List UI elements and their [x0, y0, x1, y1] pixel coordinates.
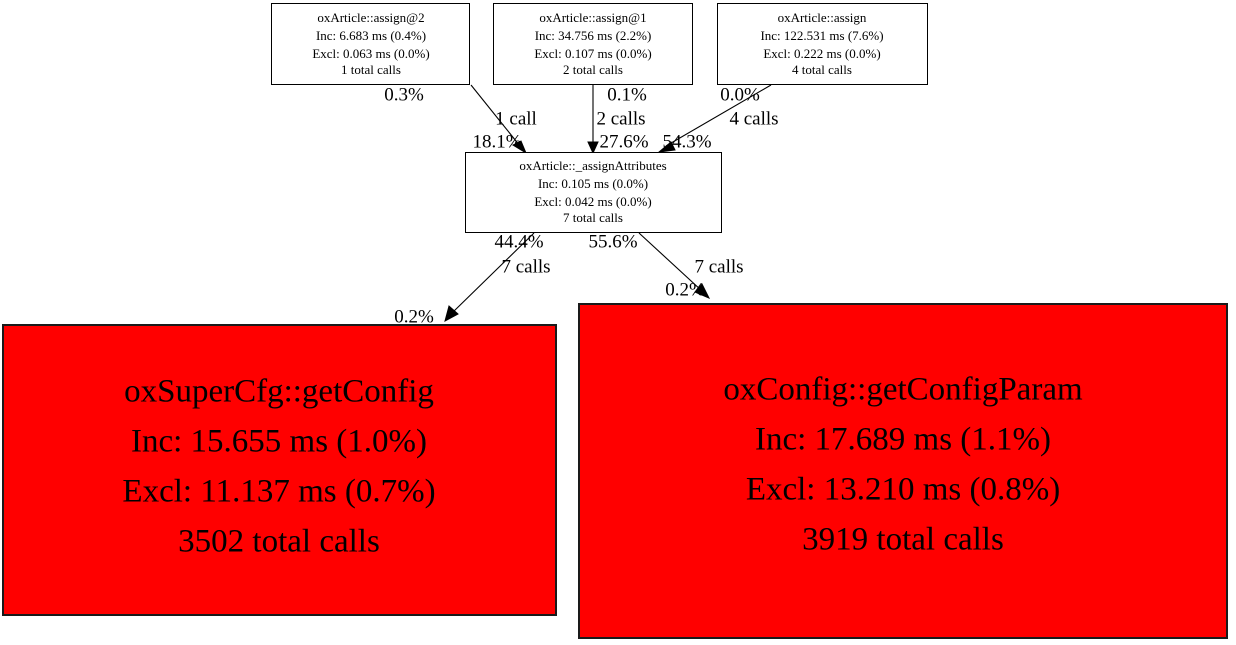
edge-target-percent: 18.1%	[472, 131, 521, 152]
edge-source-percent: 0.0%	[720, 84, 760, 105]
node-total-calls: 1 total calls	[341, 62, 401, 77]
edge-line	[638, 232, 703, 292]
node-title: oxArticle::assign@1	[539, 10, 646, 25]
node-oxarticle-assign[interactable]: oxArticle::assign Inc: 122.531 ms (7.6%)…	[717, 3, 928, 85]
node-background	[717, 3, 928, 85]
node-exclusive-time: Excl: 0.042 ms (0.0%)	[534, 194, 651, 209]
node-inclusive-time: Inc: 0.105 ms (0.0%)	[538, 176, 648, 191]
node-total-calls: 4 total calls	[792, 62, 852, 77]
edge-source-percent: 55.6%	[588, 231, 637, 252]
node-inclusive-time: Inc: 15.655 ms (1.0%)	[131, 424, 427, 460]
node-background	[465, 152, 722, 233]
node-total-calls: 3919 total calls	[802, 522, 1004, 558]
node-total-calls: 2 total calls	[563, 62, 623, 77]
edge-assignattributes-to-getconfig[interactable]: 44.4% 7 calls 0.2%	[394, 231, 550, 327]
edge-line	[470, 84, 521, 147]
edge-arrowhead	[694, 283, 711, 299]
edge-arrowhead	[444, 305, 459, 322]
node-title: oxArticle::assign	[778, 10, 867, 25]
edge-assign1-to-assignattributes[interactable]: 0.1% 2 calls 27.6%	[587, 84, 649, 155]
node-exclusive-time: Excl: 13.210 ms (0.8%)	[746, 472, 1060, 508]
node-exclusive-time: Excl: 0.063 ms (0.0%)	[312, 46, 429, 61]
node-inclusive-time: Inc: 6.683 ms (0.4%)	[316, 28, 426, 43]
node-oxarticle-assignattributes[interactable]: oxArticle::_assignAttributes Inc: 0.105 …	[465, 152, 722, 233]
edge-target-percent: 27.6%	[599, 131, 648, 152]
node-oxarticle-assign-1[interactable]: oxArticle::assign@1 Inc: 34.756 ms (2.2%…	[493, 3, 693, 85]
edge-source-percent: 44.4%	[494, 231, 543, 252]
edge-target-percent: 54.3%	[662, 131, 711, 152]
edge-line	[665, 84, 772, 147]
edge-target-percent: 0.2%	[665, 279, 705, 300]
edge-call-count: 7 calls	[694, 256, 743, 277]
edge-call-count: 7 calls	[501, 256, 550, 277]
node-background	[493, 3, 693, 85]
node-background	[578, 303, 1228, 639]
node-exclusive-time: Excl: 0.222 ms (0.0%)	[763, 46, 880, 61]
edge-line	[451, 232, 535, 314]
edge-arrowhead	[657, 141, 676, 153]
edge-source-percent: 0.3%	[384, 84, 424, 105]
node-title: oxArticle::assign@2	[317, 10, 424, 25]
node-total-calls: 7 total calls	[563, 210, 623, 225]
edge-call-count: 2 calls	[596, 108, 645, 129]
edge-call-count: 4 calls	[729, 108, 778, 129]
node-total-calls: 3502 total calls	[178, 524, 380, 560]
node-exclusive-time: Excl: 0.107 ms (0.0%)	[534, 46, 651, 61]
edge-arrowhead	[587, 141, 599, 155]
edge-call-count: 1 call	[495, 108, 537, 129]
edge-assign2-to-assignattributes[interactable]: 0.3% 1 call 18.1%	[384, 84, 537, 155]
edge-target-percent: 0.2%	[394, 306, 434, 327]
edge-assign-to-assignattributes[interactable]: 0.0% 4 calls 54.3%	[657, 84, 779, 153]
node-inclusive-time: Inc: 34.756 ms (2.2%)	[535, 28, 652, 43]
node-oxconfig-getconfigparam[interactable]: oxConfig::getConfigParam Inc: 17.689 ms …	[578, 303, 1228, 639]
edge-assignattributes-to-getconfigparam[interactable]: 55.6% 7 calls 0.2%	[588, 231, 743, 300]
node-oxsupercfg-getconfig[interactable]: oxSuperCfg::getConfig Inc: 15.655 ms (1.…	[2, 324, 557, 616]
edge-source-percent: 0.1%	[607, 84, 647, 105]
node-exclusive-time: Excl: 11.137 ms (0.7%)	[122, 474, 435, 510]
node-inclusive-time: Inc: 17.689 ms (1.1%)	[755, 422, 1051, 458]
node-title: oxSuperCfg::getConfig	[124, 374, 434, 410]
node-title: oxConfig::getConfigParam	[723, 372, 1083, 408]
node-inclusive-time: Inc: 122.531 ms (7.6%)	[760, 28, 883, 43]
node-background	[2, 324, 557, 616]
edge-arrowhead	[511, 140, 528, 155]
node-title: oxArticle::_assignAttributes	[519, 158, 666, 173]
node-background	[271, 3, 470, 85]
node-oxarticle-assign-2[interactable]: oxArticle::assign@2 Inc: 6.683 ms (0.4%)…	[271, 3, 470, 85]
